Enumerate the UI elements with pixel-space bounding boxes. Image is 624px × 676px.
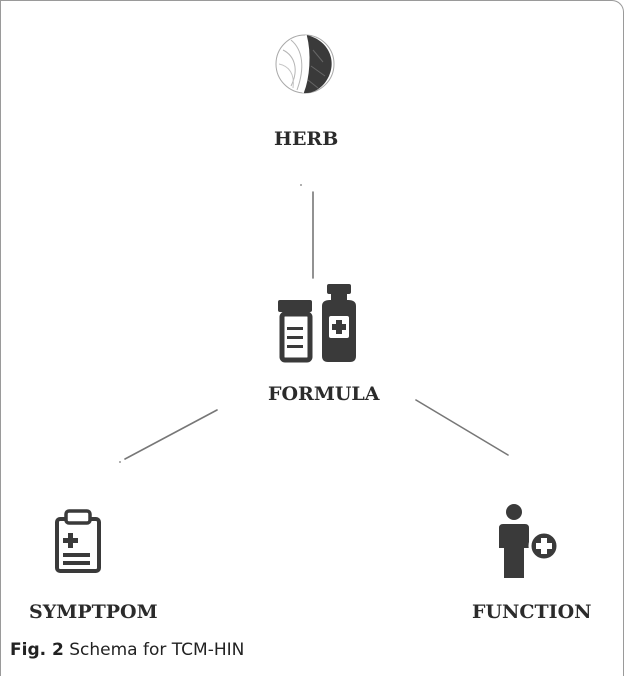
function-label: FUNCTION	[472, 601, 592, 623]
medicine-bottles-icon	[278, 284, 356, 363]
symptom-label: SYMPTPOM	[29, 601, 158, 623]
edges	[124, 191, 509, 460]
clipboard-icon	[55, 509, 101, 573]
edge-formula-function	[415, 399, 509, 456]
person-plus-icon	[499, 504, 560, 578]
edge-formula-symptom	[124, 409, 218, 460]
edge-dot	[119, 461, 121, 463]
herb-label: HERB	[274, 128, 339, 150]
figure-caption: Fig. 2 Schema for TCM-HIN	[10, 640, 244, 660]
leaf-icon	[275, 34, 335, 94]
edge-dot	[300, 184, 302, 186]
formula-label: FORMULA	[268, 383, 380, 405]
figure-number: Fig. 2	[10, 640, 64, 660]
caption-text: Schema for TCM-HIN	[69, 640, 245, 660]
